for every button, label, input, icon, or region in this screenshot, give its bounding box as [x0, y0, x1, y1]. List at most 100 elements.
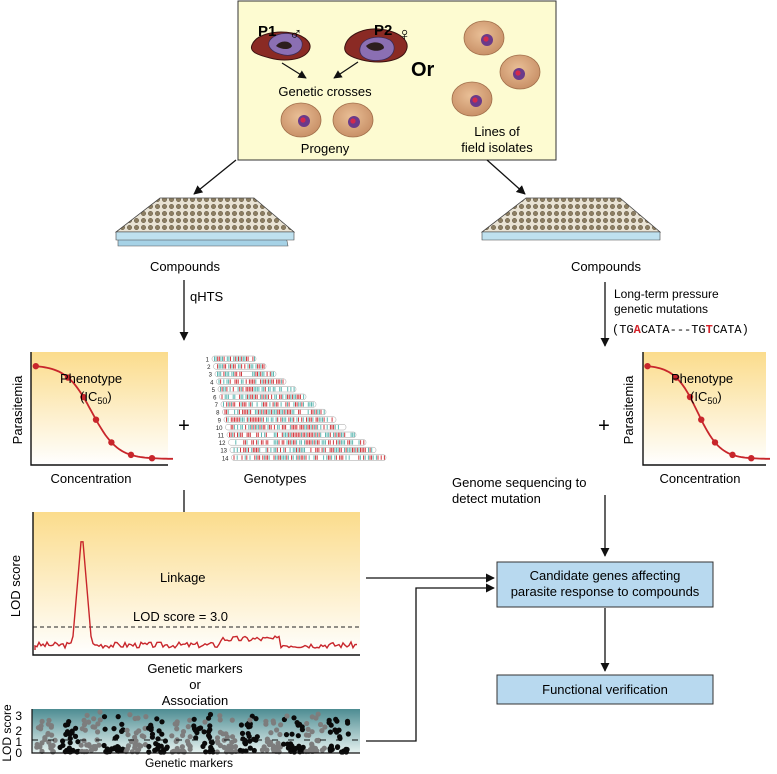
- genotype-marker: [286, 409, 288, 415]
- genotype-marker: [245, 409, 247, 415]
- genotype-marker: [240, 425, 242, 430]
- genotype-marker: [227, 417, 229, 422]
- genotype-marker: [268, 379, 270, 384]
- right-compounds-label: Compounds: [571, 259, 642, 274]
- genotype-marker: [239, 364, 241, 369]
- genotype-marker: [294, 432, 296, 437]
- genotype-marker: [317, 432, 318, 437]
- genotype-marker: [308, 440, 310, 445]
- genotype-marker: [224, 394, 226, 399]
- linkage-xlabel-line1: Genetic markers: [147, 661, 243, 676]
- association-ticks: 3 2 1 0: [15, 709, 22, 760]
- genotype-marker: [256, 394, 258, 399]
- genotype-marker: [239, 394, 241, 399]
- association-point: [148, 727, 154, 733]
- genotype-marker: [301, 417, 303, 422]
- genotype-marker: [267, 447, 269, 453]
- association-point: [39, 718, 45, 725]
- genotype-marker: [258, 417, 259, 422]
- genotype-marker: [336, 447, 337, 453]
- genotype-marker: [356, 447, 358, 453]
- genotype-marker: [271, 371, 273, 377]
- genotype-marker: [371, 447, 373, 453]
- genotype-marker: [237, 387, 239, 392]
- association-point: [96, 742, 102, 748]
- genotype-marker: [339, 455, 341, 460]
- association-point: [304, 720, 310, 727]
- genotype-marker: [241, 371, 242, 377]
- association-point: [278, 722, 284, 728]
- genotype-marker: [263, 387, 265, 392]
- association-point: [295, 733, 301, 739]
- association-point: [191, 723, 197, 729]
- genotype-marker: [258, 387, 260, 392]
- association-point: [52, 737, 58, 743]
- field-isolate-cell-3: [451, 81, 493, 117]
- association-point: [120, 727, 126, 733]
- field-isolates-label-line2: field isolates: [461, 140, 533, 155]
- genotype-marker: [224, 387, 226, 392]
- genotype-marker: [265, 447, 267, 453]
- association-point: [207, 727, 213, 733]
- genotype-marker: [252, 387, 253, 392]
- field-isolates-label-line1: Lines of: [474, 124, 520, 139]
- association-point: [333, 716, 339, 723]
- genotype-marker: [261, 379, 263, 384]
- genotype-marker: [326, 425, 328, 430]
- genotype-marker: [310, 409, 312, 415]
- genotype-marker: [335, 455, 337, 460]
- genotype-marker: [225, 364, 227, 369]
- genotype-marker: [299, 447, 301, 453]
- genotype-marker: [324, 440, 326, 445]
- genotype-marker: [234, 417, 235, 422]
- genotype-marker: [236, 447, 238, 453]
- association-point: [88, 747, 95, 753]
- genotype-marker: [248, 409, 250, 415]
- genotype-row-label: 4: [210, 380, 214, 386]
- genotype-marker: [233, 447, 235, 453]
- association-point: [254, 734, 260, 740]
- association-point: [97, 709, 103, 715]
- genotype-row-label: 9: [218, 418, 222, 424]
- association-point: [132, 734, 138, 740]
- genotype-marker: [240, 387, 242, 392]
- association-point: [223, 749, 230, 755]
- genotype-marker: [344, 440, 346, 445]
- genotype-marker: [254, 447, 256, 453]
- left-dose-background: [31, 352, 168, 465]
- genotype-marker: [235, 417, 237, 422]
- genotype-marker: [290, 387, 292, 392]
- genotype-marker: [305, 440, 307, 445]
- association-point: [221, 744, 227, 751]
- genotype-marker: [283, 432, 285, 437]
- association-point: [73, 725, 79, 731]
- genotype-marker: [345, 455, 347, 460]
- genotype-marker: [331, 425, 333, 430]
- genotype-marker: [248, 417, 250, 422]
- association-point: [194, 730, 200, 736]
- genotype-marker: [274, 387, 276, 392]
- genotype-marker: [251, 447, 253, 453]
- association-point: [200, 743, 206, 750]
- genotype-marker: [276, 440, 278, 445]
- genotype-marker: [323, 447, 325, 453]
- genotype-row-label: 11: [218, 434, 225, 440]
- association-point: [309, 744, 315, 751]
- right-dose-point: [673, 374, 680, 381]
- genotype-marker: [298, 394, 300, 399]
- genotype-marker: [251, 417, 253, 422]
- genotype-marker: [318, 432, 320, 437]
- sequence-mutation-2: T: [706, 323, 713, 337]
- genotype-marker: [250, 387, 252, 392]
- genotype-marker: [275, 440, 277, 445]
- genotype-marker: [264, 394, 266, 399]
- association-point: [57, 744, 63, 751]
- association-point: [95, 721, 101, 727]
- genotype-marker: [352, 432, 354, 437]
- association-point: [229, 734, 236, 740]
- association-point: [72, 733, 79, 740]
- genotype-marker: [339, 440, 341, 445]
- association-point: [146, 743, 152, 750]
- genotype-marker: [281, 440, 283, 445]
- association-point: [328, 743, 334, 749]
